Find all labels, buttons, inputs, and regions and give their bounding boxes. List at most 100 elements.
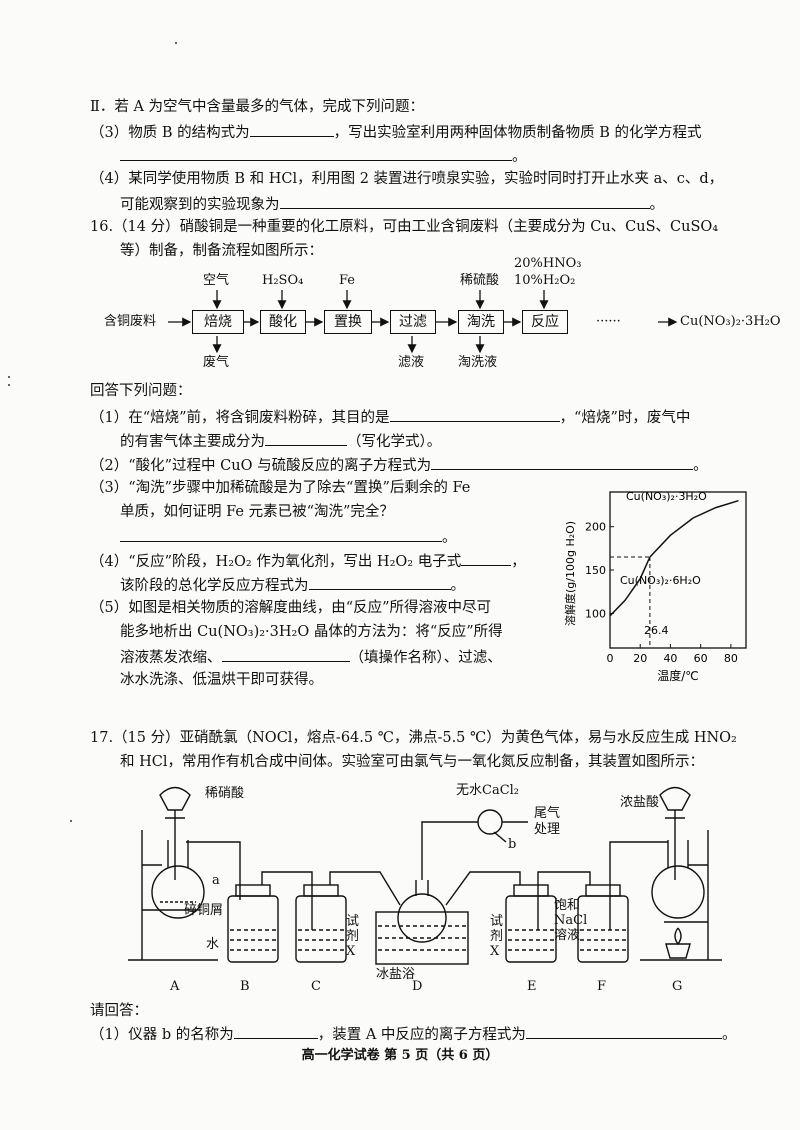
q17-title2: 和 HCl，常用作有机合成中间体。实验室可由氯气与一氧化氮反应制备，其装置如图所… — [120, 754, 704, 770]
label-b: b — [508, 837, 517, 852]
flow-output-gas: 废气 — [203, 355, 230, 370]
q16-p2-end: 。 — [693, 458, 708, 474]
flow-start: 含铜废料 — [104, 314, 157, 329]
q16-p3-line2: 单质，如何证明 Fe 元素已被“淘洗”完全？ — [120, 504, 394, 520]
q4-answer-blank[interactable] — [279, 194, 650, 209]
q16-p5-line4: 冰水洗涤、低温烘干即可获得。 — [120, 672, 323, 688]
q16-answer-intro: 回答下列问题： — [90, 383, 192, 399]
y-tick-label: 150 — [585, 564, 606, 577]
q17-p1-line: （1）仪器 b 的名称为 ，装置 A 中反应的离子方程式为 。 — [90, 1024, 736, 1046]
q17-p1-text-a: （1）仪器 b 的名称为 — [90, 1027, 234, 1043]
q16-p3-line3: 。 — [120, 527, 457, 549]
q16-p1-blank-gas[interactable] — [265, 431, 347, 446]
solubility-chart: 溶解度(g/100g H₂O) 温度/℃ Cu(NO₃)₂·3H₂O Cu(NO… — [563, 490, 747, 683]
chart-xlabel: 温度/℃ — [657, 668, 699, 683]
q16-p5-line3: 溶液蒸发浓缩、 （填操作名称）、过滤、 — [120, 647, 502, 669]
page-footer: 高一化学试卷 第 5 页（共 6 页） — [301, 1048, 499, 1063]
q16-p2-text: （2）“酸化”过程中 CuO 与硫酸反应的离子方程式为 — [90, 458, 432, 474]
label-copper: 碎铜屑 — [184, 903, 224, 918]
q4-line: （4）某同学使用物质 B 和 HCl，利用图 2 装置进行喷泉实验，实验时同时打… — [90, 171, 724, 187]
flow-input-h2o2: 10%H₂O₂ — [514, 273, 576, 288]
label-ice-bath: 冰盐浴 — [376, 967, 416, 982]
apparatus-drawing — [128, 786, 722, 965]
flow-product: Cu(NO₃)₂·3H₂O — [680, 314, 781, 329]
x-tick-label: 0 — [607, 652, 614, 665]
q3-equation-blank[interactable] — [120, 146, 512, 161]
flow-step-filter: 过滤 — [390, 310, 436, 334]
y-tick-label: 100 — [585, 607, 606, 620]
q16-p3-blank[interactable] — [120, 527, 442, 542]
flow-step-replace: 置换 — [324, 310, 372, 334]
q16-p2-line: （2）“酸化”过程中 CuO 与硫酸反应的离子方程式为 。 — [90, 455, 708, 477]
flow-output-filtrate: 滤液 — [398, 355, 425, 370]
q3-answer-blank[interactable] — [249, 122, 334, 137]
part2-header: Ⅱ．若 A 为空气中含量最多的气体，完成下列问题： — [90, 99, 425, 115]
x-tick-label: 60 — [694, 652, 708, 665]
q16-p5-blank[interactable] — [221, 647, 350, 662]
q16-title: 16.（14 分）硝酸铜是一种重要的化工原料，可由工业含铜废料（主要成分为 Cu… — [90, 219, 719, 235]
stray-dot — [8, 376, 10, 378]
q16-p4-line: （4）“反应”阶段，H₂O₂ 作为氧化剂，写出 H₂O₂ 电子式， — [90, 551, 526, 573]
q16-p5-line: （5）如图是相关物质的溶解度曲线，由“反应”所得溶液中尽可 — [90, 600, 492, 616]
flow-step-wash: 淘洗 — [458, 310, 504, 334]
chart-series-label-3h2o: Cu(NO₃)₂·3H₂O — [626, 490, 707, 503]
q3-end: 。 — [512, 149, 527, 165]
label-dilute-nitric: 稀硝酸 — [205, 786, 245, 801]
q17-title: 17.（15 分）亚硝酰氯（NOCl，熔点-64.5 ℃，沸点-5.5 ℃）为黄… — [90, 730, 737, 746]
q16-p3-line: （3）“淘洗”步骤中加稀硫酸是为了除去“置换”后剩余的 Fe — [90, 480, 471, 496]
flow-input-fe: Fe — [339, 273, 356, 288]
q16-p1-blank-purpose[interactable] — [389, 407, 560, 422]
label-tail: 尾气处理 — [534, 806, 561, 837]
label-reagent-c: 试剂X — [346, 914, 360, 959]
apparatus-label-f: F — [597, 979, 607, 994]
apparatus-label-b: B — [240, 979, 250, 994]
apparatus-label-d: D — [412, 979, 423, 994]
q17-p1-blank-equation[interactable] — [525, 1024, 722, 1039]
q3-text-a: （3）物质 B 的结构式为 — [90, 125, 250, 141]
stray-dot — [175, 42, 177, 44]
x-tick-label: 40 — [663, 652, 677, 665]
series-line-0 — [649, 499, 739, 558]
q16-p3-end: 。 — [442, 530, 457, 546]
q16-p1-line: （1）在“焙烧”前，将含铜废料粉碎，其目的是，“焙烧”时，废气中 — [90, 407, 690, 429]
apparatus-label-g: G — [672, 979, 683, 994]
q4-end: 。 — [649, 197, 665, 213]
q16-p1-text-d: （写化学式）。 — [347, 434, 442, 450]
flowchart-arrows — [168, 290, 678, 354]
q16-p1-line2: 的有害气体主要成分为 （写化学式）。 — [120, 431, 441, 453]
flow-step-roast: 焙烧 — [192, 310, 244, 334]
label-water: 水 — [206, 937, 220, 952]
series-line-1 — [609, 556, 651, 617]
label-reagent-e: 试剂X — [490, 914, 504, 959]
x-tick-label: 20 — [633, 652, 647, 665]
apparatus-label-c: C — [311, 979, 321, 994]
chart-ylabel: 溶解度(g/100g H₂O) — [563, 521, 577, 626]
q16-p4-blank-electron[interactable] — [461, 551, 512, 566]
q4-text-b: 可能观察到的实验现象为 — [120, 197, 280, 213]
apparatus-diagram: 稀硝酸 a 碎铜屑 水 试剂X 冰盐浴 无水CaCl₂ b 尾气处理 试剂X 饱… — [128, 783, 722, 994]
q3-text-b: ，写出实验室利用两种固体物质制备物质 B 的化学方程式 — [333, 125, 702, 141]
q17-answer-intro: 请回答： — [90, 1003, 148, 1019]
x-tick-label: 80 — [724, 652, 738, 665]
q16-p2-blank[interactable] — [431, 455, 694, 470]
q4-line2: 可能观察到的实验现象为 。 — [120, 194, 664, 216]
q16-p4-text-b: 该阶段的总化学反应方程式为 — [120, 578, 309, 594]
q3-line: （3）物质 B 的结构式为 ，写出实验室利用两种固体物质制备物质 B 的化学方程式 — [90, 122, 701, 144]
flow-input-dilute-h2so4: 稀硫酸 — [460, 273, 500, 288]
label-cacl2: 无水CaCl₂ — [456, 783, 520, 798]
q16-p4-text-a: （4）“反应”阶段，H₂O₂ 作为氧化剂，写出 H₂O₂ 电子式 — [90, 554, 462, 570]
q16-p4-line2: 该阶段的总化学反应方程式为。 — [120, 575, 465, 597]
q17-p1-text-b: ，装置 A 中反应的离子方程式为 — [317, 1027, 526, 1043]
label-sat-nacl: 饱和NaCl溶液 — [554, 898, 588, 943]
flow-input-air: 空气 — [203, 273, 230, 288]
q16-p1-text-a: （1）在“焙烧”前，将含铜废料粉碎，其目的是 — [90, 410, 390, 426]
label-a: a — [212, 873, 220, 888]
q16-title2: 等）制备，制备流程如图所示： — [120, 243, 323, 259]
q16-p5-text-d: （填操作名称）、过滤、 — [349, 650, 502, 666]
q17-p1-end: 。 — [721, 1027, 737, 1043]
q16-p5-text-c: 溶液蒸发浓缩、 — [120, 650, 222, 666]
q16-p4-blank-equation[interactable] — [308, 575, 451, 590]
q17-p1-blank-name[interactable] — [233, 1024, 318, 1039]
flow-step-react: 反应 — [522, 310, 568, 334]
q16-p1-text-c: 的有害气体主要成分为 — [120, 434, 265, 450]
